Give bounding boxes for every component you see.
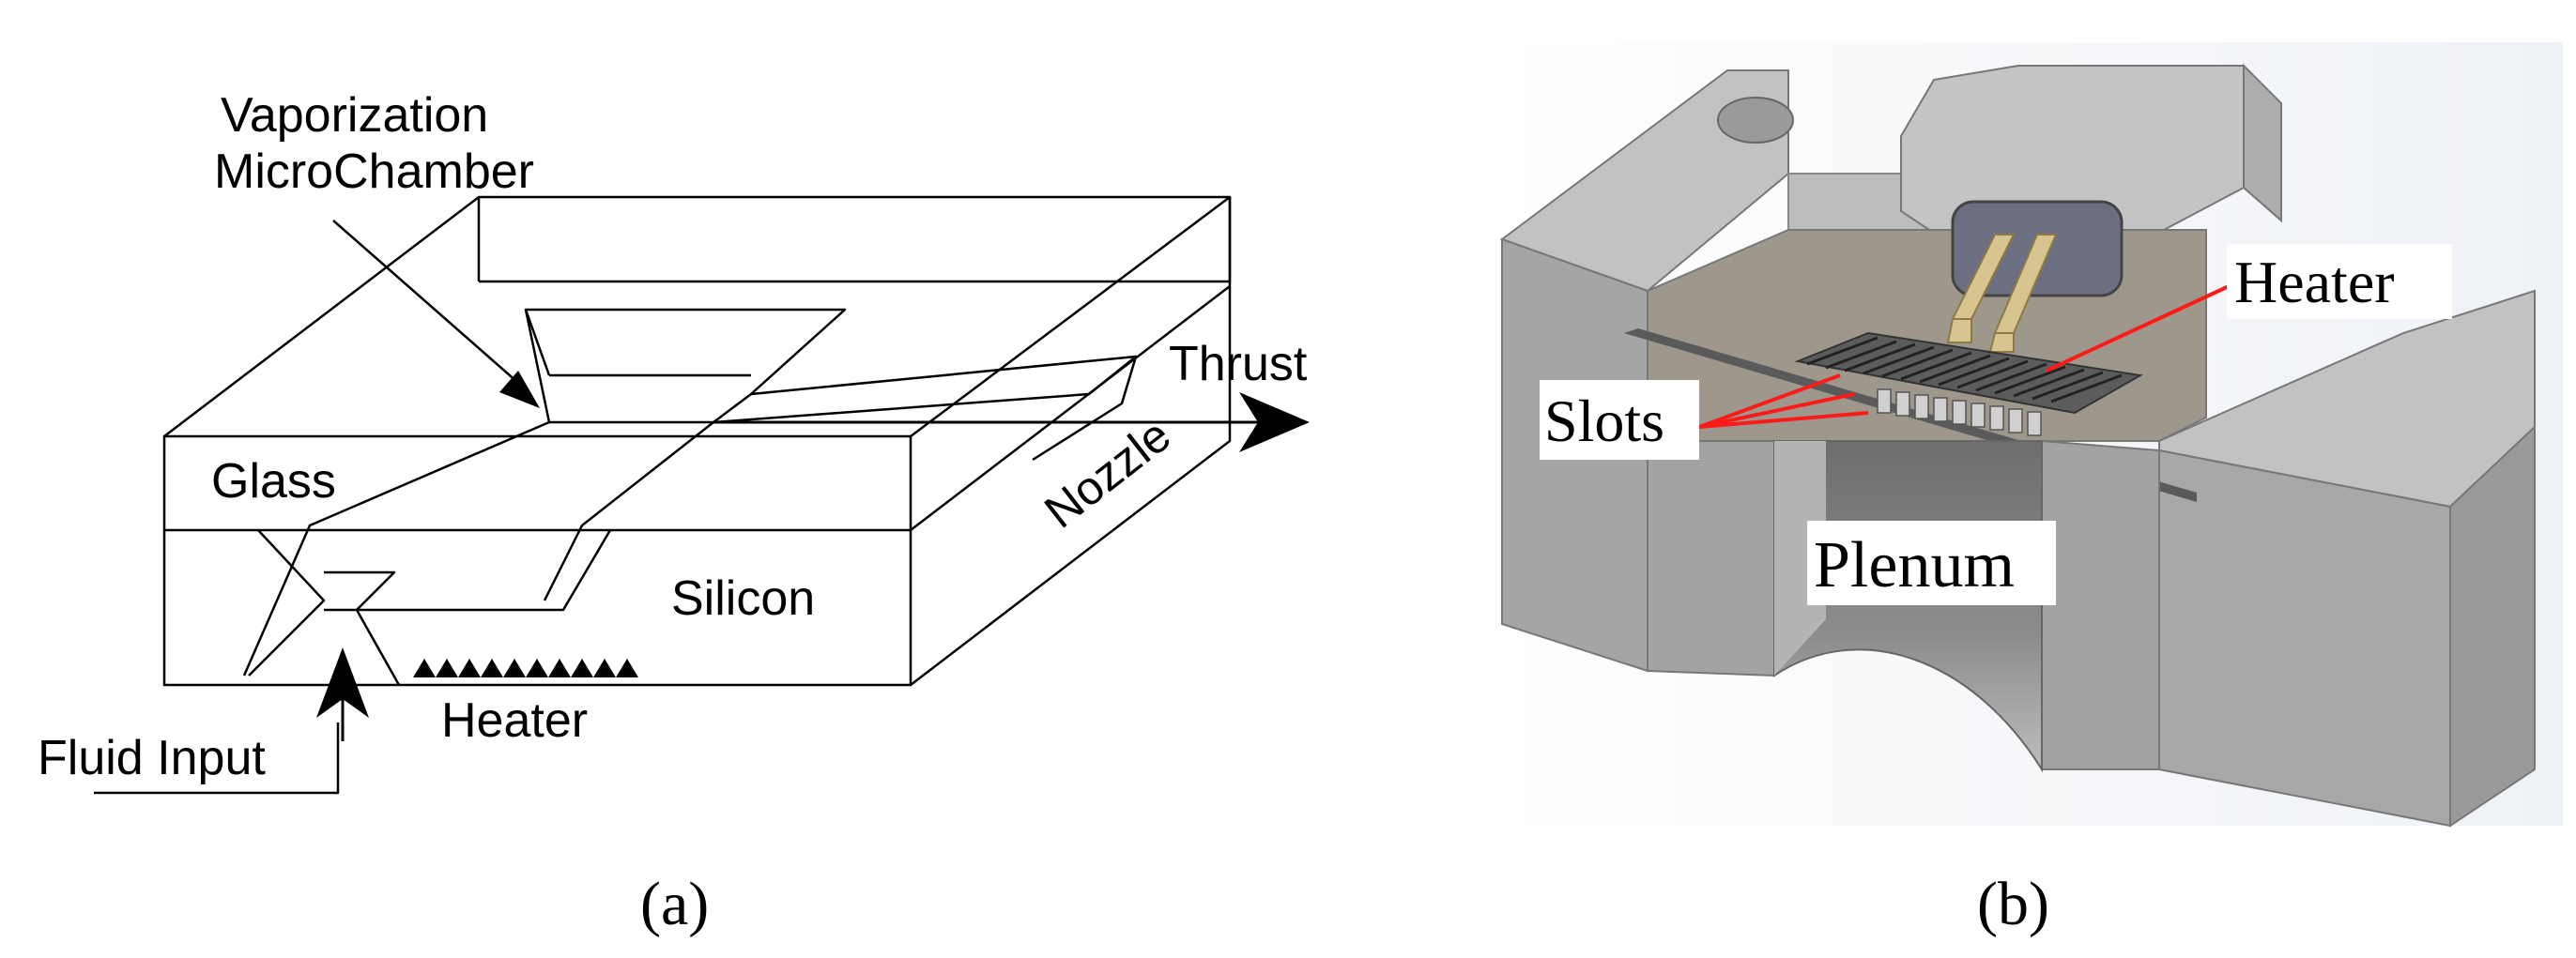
heater-elements [413,659,638,677]
label-heater-b: Heater [2234,249,2395,315]
heater-leader [2046,280,2240,373]
mount-hole [1717,97,1794,144]
label-thrust: Thrust [1169,337,1308,391]
base-front-left [1647,440,1775,677]
slot-lines [1806,336,2123,403]
label-nozzle: Nozzle [1035,408,1180,538]
fluid-input-arrow [316,647,369,718]
plenum-label-box [1807,521,2056,605]
label-plenum: Plenum [1814,529,2015,601]
heater-label-box [2227,244,2452,319]
vaporization-chamber [242,308,1138,677]
label-heater-a: Heater [441,693,588,748]
plenum-left-wall [1774,441,1826,676]
slot-teeth [1877,388,2042,436]
panel-a-diagram [94,195,1232,795]
caption-b: (b) [1977,870,2049,938]
slots-leader-3 [1698,411,1869,429]
label-microchamber: MicroChamber [214,144,534,199]
slots-label-box [1540,380,1699,460]
label-glass: Glass [211,454,336,509]
chamber-pointer [332,220,527,390]
panel-a-arrows [316,220,1310,741]
heater-pins [1946,234,2058,353]
label-fluid-input: Fluid Input [38,731,266,785]
label-slots: Slots [1544,388,1664,454]
fluid-input-channel [94,529,401,795]
right-block-front [2158,449,2451,828]
slotted-heater-plate [1794,331,2143,436]
thrust-arrow-head [1239,392,1310,452]
base-front-right [2041,439,2160,770]
label-vaporization: Vaporization [221,88,488,143]
leader-lines [1698,280,2240,429]
chamber-pointer-head [499,371,540,408]
label-silicon: Silicon [671,571,815,626]
panel-b-render [1493,42,2563,828]
slots-leader-1 [1698,373,1841,429]
caption-a: (a) [640,870,709,938]
slots-leader-2 [1698,392,1855,429]
